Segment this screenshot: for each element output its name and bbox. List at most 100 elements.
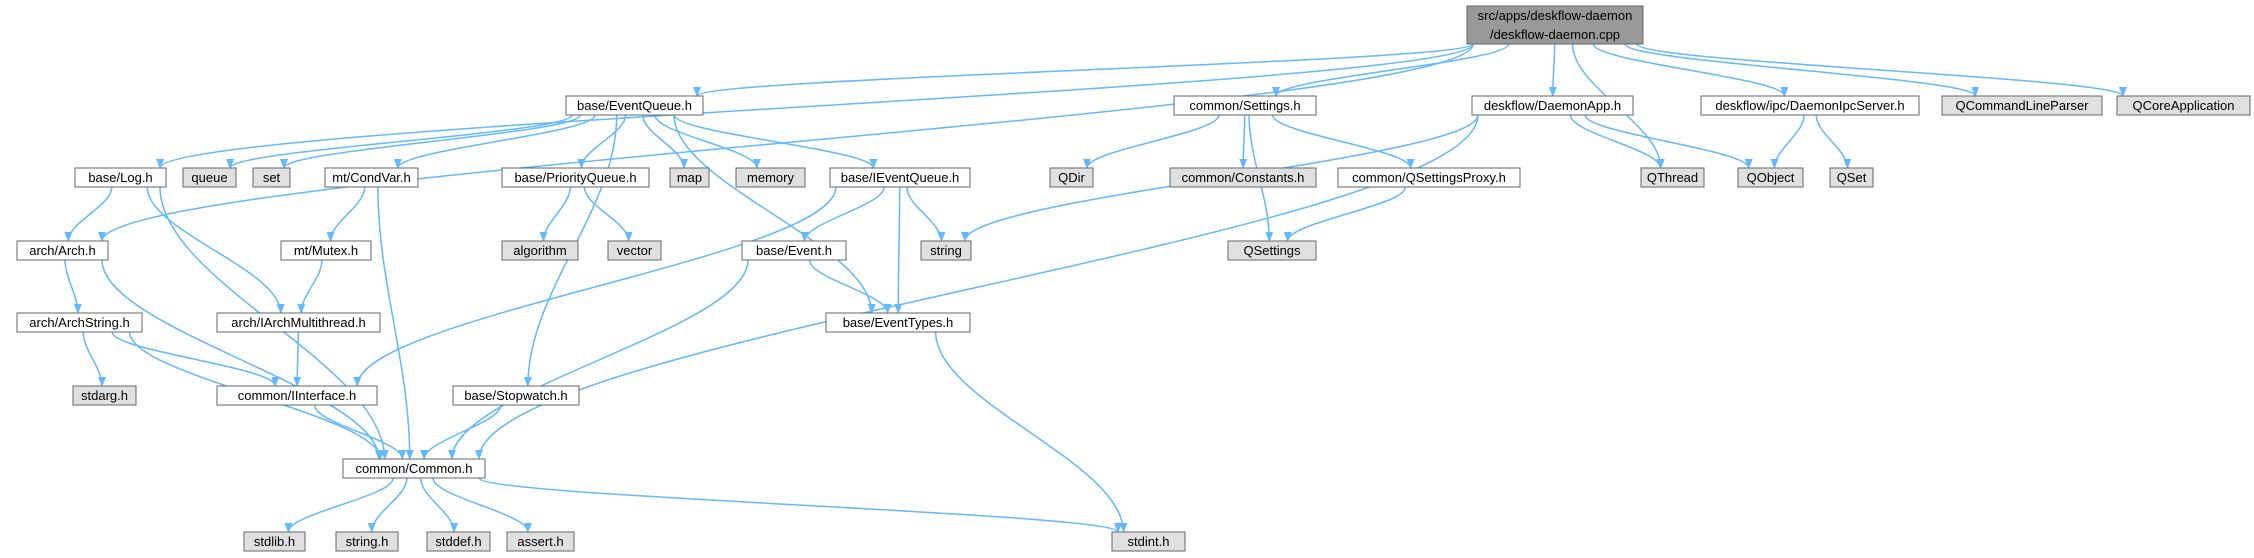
node-eventqueue[interactable]: base/EventQueue.h (565, 95, 704, 116)
node-box-qsettingsproxy (1337, 167, 1521, 188)
node-stringh: string.h (335, 531, 399, 552)
node-box-stdint (1111, 531, 1186, 552)
node-label-stdlib: stdlib.h (254, 534, 295, 549)
node-qsettingsproxy[interactable]: common/QSettingsProxy.h (1337, 167, 1521, 188)
node-event[interactable]: base/Event.h (741, 240, 847, 261)
node-label-settings: common/Settings.h (1189, 98, 1300, 113)
edge-eventqueue-to-set (280, 114, 581, 169)
file-nodes: src/apps/deskflow-daemon/deskflow-daemon… (16, 5, 2251, 552)
edge-ieventqueue-to-string (906, 186, 946, 242)
node-ieventqueue[interactable]: base/IEventQueue.h (829, 167, 971, 188)
node-box-stdlib (243, 531, 306, 552)
node-label-stdint: stdint.h (1128, 534, 1170, 549)
edge-eventqueue-to-queue (226, 114, 573, 169)
node-box-log (74, 167, 167, 188)
node-arch[interactable]: arch/Arch.h (16, 240, 109, 261)
edge-settings-to-constants (1239, 114, 1248, 169)
edge-eventqueue-to-map (642, 114, 688, 169)
node-box-vector (607, 240, 662, 261)
node-stopwatch[interactable]: base/Stopwatch.h (452, 385, 580, 406)
node-iinterface[interactable]: common/IInterface.h (216, 385, 378, 406)
node-label-qcmdparser: QCommandLineParser (1956, 98, 2090, 113)
node-stdarg: stdarg.h (72, 385, 137, 406)
node-label-set: set (263, 170, 281, 185)
edge-common-to-stdint (478, 477, 1122, 533)
edge-archstring-to-stdarg (82, 331, 106, 387)
edge-common-to-stringh (367, 477, 408, 533)
node-eventtypes[interactable]: base/EventTypes.h (825, 312, 971, 333)
node-condvar[interactable]: mt/CondVar.h (324, 167, 419, 188)
node-box-qset (1829, 167, 1874, 188)
node-box-qcoreapp (2116, 95, 2251, 116)
node-box-daemonipc (1700, 95, 1920, 116)
edge-priorityqueue-to-vector (583, 186, 633, 242)
node-root: src/apps/deskflow-daemon/deskflow-daemon… (1466, 5, 1644, 45)
node-qobject: QObject (1737, 167, 1804, 188)
edge-log-to-arch (64, 186, 113, 242)
node-label-qsettingsproxy: common/QSettingsProxy.h (1352, 170, 1506, 185)
node-memory: memory (735, 167, 806, 188)
node-qdir: QDir (1049, 167, 1094, 188)
edge-archstring-to-iinterface (111, 331, 280, 387)
node-mutex[interactable]: mt/Mutex.h (280, 240, 372, 261)
edge-eventqueue-to-ieventqueue (673, 114, 878, 169)
edge-condvar-to-common (377, 186, 414, 460)
node-priorityqueue[interactable]: base/PriorityQueue.h (501, 167, 650, 188)
node-assert: assert.h (506, 531, 575, 552)
edge-archmt-to-iinterface (293, 331, 302, 387)
edge-common-to-assert (432, 477, 532, 533)
node-settings[interactable]: common/Settings.h (1173, 95, 1317, 116)
edge-settings-to-qdir (1083, 114, 1220, 169)
edge-daemonapp-to-common (475, 114, 1479, 460)
node-label-daemonapp: deskflow/DaemonApp.h (1484, 98, 1621, 113)
node-label-stopwatch: base/Stopwatch.h (464, 388, 567, 403)
node-box-settings (1173, 95, 1317, 116)
edge-root-to-arch (98, 43, 1474, 242)
edge-eventqueue-to-memory (654, 114, 761, 169)
node-qcoreapp: QCoreApplication (2116, 95, 2251, 116)
node-label-ieventqueue: base/IEventQueue.h (841, 170, 960, 185)
node-box-queue (182, 167, 237, 188)
node-label-vector: vector (617, 243, 653, 258)
node-daemonapp[interactable]: deskflow/DaemonApp.h (1471, 95, 1634, 116)
edge-common-to-stddef (419, 477, 459, 533)
node-label-assert: assert.h (517, 534, 563, 549)
edge-daemonipc-to-qset (1815, 114, 1852, 169)
edge-iinterface-to-common (313, 404, 407, 460)
node-label-queue: queue (191, 170, 227, 185)
node-box-event (741, 240, 847, 261)
node-label-mutex: mt/Mutex.h (294, 243, 358, 258)
edge-eventtypes-to-stdint (934, 331, 1128, 533)
edge-daemonipc-to-qobject (1770, 114, 1805, 169)
node-string: string (920, 240, 972, 261)
node-label-qobject: QObject (1747, 170, 1795, 185)
node-box-iinterface (216, 385, 378, 406)
node-box-algorithm (501, 240, 579, 261)
edge-root-to-log (156, 43, 1474, 169)
node-archmt[interactable]: arch/IArchMultithread.h (216, 312, 381, 333)
node-label-root-0: src/apps/deskflow-daemon (1478, 8, 1633, 23)
node-daemonipc[interactable]: deskflow/ipc/DaemonIpcServer.h (1700, 95, 1920, 116)
node-box-qsettings (1227, 240, 1317, 261)
node-box-stopwatch (452, 385, 580, 406)
node-log[interactable]: base/Log.h (74, 167, 167, 188)
node-label-daemonipc: deskflow/ipc/DaemonIpcServer.h (1715, 98, 1904, 113)
edge-ieventqueue-to-event (800, 186, 885, 242)
node-archstring[interactable]: arch/ArchString.h (16, 312, 143, 333)
node-label-log: base/Log.h (88, 170, 152, 185)
node-label-eventtypes: base/EventTypes.h (843, 315, 954, 330)
node-qthread: QThread (1640, 167, 1705, 188)
node-map: map (669, 167, 710, 188)
node-box-qobject (1737, 167, 1804, 188)
node-box-qdir (1049, 167, 1094, 188)
edge-priorityqueue-to-algorithm (539, 186, 571, 242)
edge-eventqueue-to-condvar (393, 114, 596, 169)
edge-daemonapp-to-qobject (1584, 114, 1753, 169)
node-label-event: base/Event.h (756, 243, 832, 258)
edge-log-to-archmt (146, 186, 285, 314)
node-common[interactable]: common/Common.h (342, 458, 486, 479)
edge-condvar-to-mutex (326, 186, 366, 242)
node-label-stddef: stddef.h (435, 534, 481, 549)
node-label-qdir: QDir (1058, 170, 1085, 185)
